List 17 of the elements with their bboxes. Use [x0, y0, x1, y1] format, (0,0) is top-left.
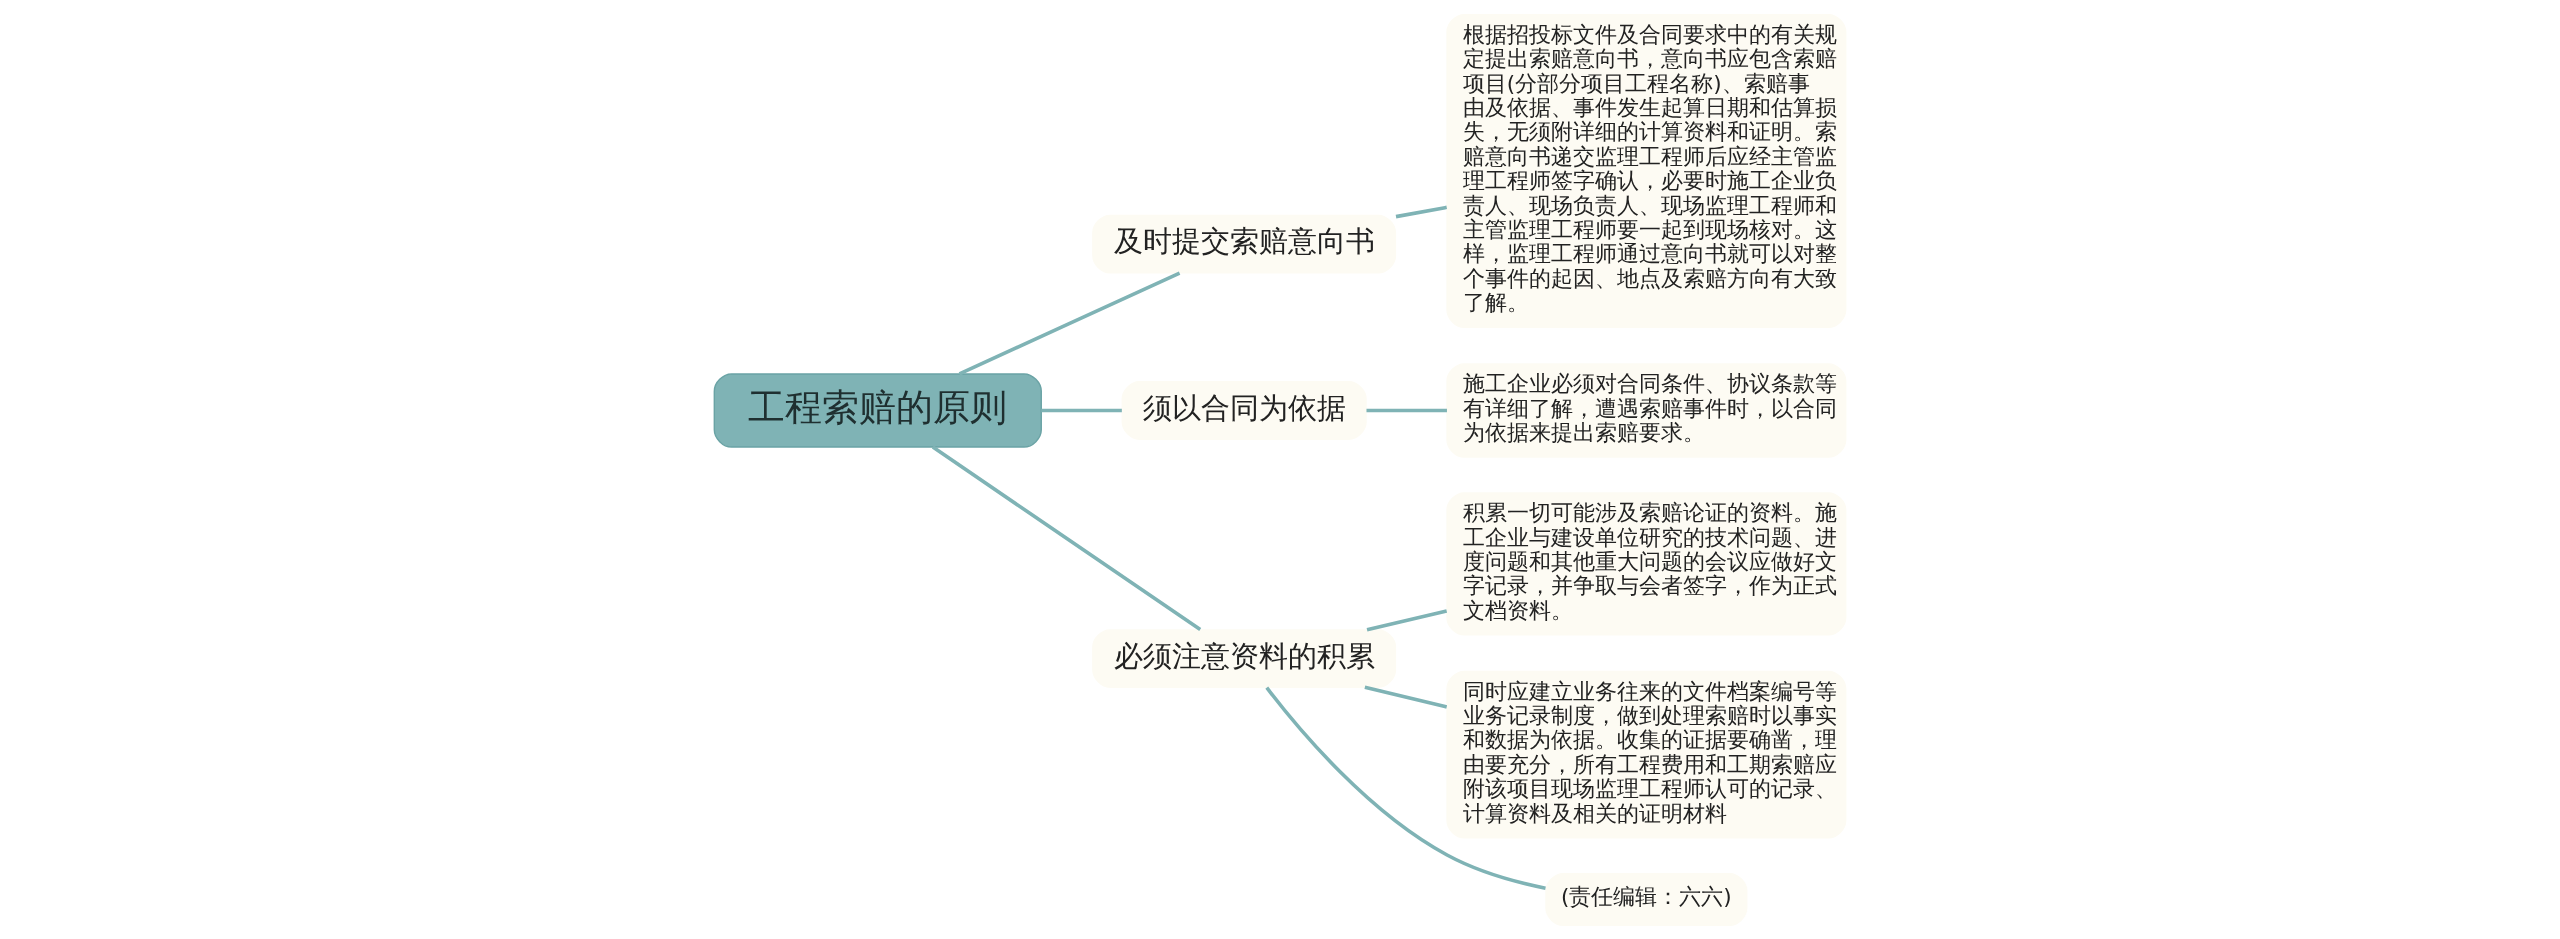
- node-box: 及时提交索赔意向书: [1092, 214, 1397, 274]
- connector: [958, 270, 1181, 375]
- node-box: 须以合同为依据: [1121, 380, 1367, 440]
- node-box: 施工企业必须对合同条件、协议条款等有详细了解，遭遇索赔事件时，以合同为依据来提出索赔要求。: [1446, 362, 1847, 458]
- connector: [1364, 685, 1448, 709]
- connector: [1366, 608, 1448, 632]
- connector: [1366, 408, 1447, 412]
- node-box: 根据招投标文件及合同要求中的有关规定提出索赔意向书，意向书应包含索赔项目(分部分项目工程名称)、索赔事由及依据、事件发生起算日期和估算损失，无须附详细的计算资料和证明。索赔意向书递交监理工程师后应经主管监理工程师签字确认，必要时施工企业负责人、现场负责人、现场监理工程师和主管监理工程师要一起到现场核对。这样，监理工程师通过意向书就可以对整个事件的起因、地点及索赔方向有大致了解。: [1446, 13, 1847, 328]
- node-box: 积累一切可能涉及索赔论证的资料。施工企业与建设单位研究的技术问题、进度问题和其他重大问题的会议应做好文字记录，并争取与会者签字，作为正式文档资料。: [1446, 491, 1847, 636]
- connector: [931, 445, 1202, 631]
- connector: [1041, 408, 1122, 412]
- node-box: (责任编辑：六六): [1545, 872, 1748, 926]
- node-box: 同时应建立业务往来的文件档案编号等业务记录制度，做到处理索赔时以事实和数据为依据。收集的证据要确凿，理由要充分，所有工程费用和工期索赔应附该项目现场监理工程师认可的记录、计算资料及相关的证明材料: [1446, 670, 1847, 838]
- node-box: 必须注意资料的积累: [1092, 628, 1397, 688]
- connector: [1265, 686, 1546, 890]
- node-box: 工程索赔的原则: [713, 372, 1042, 448]
- connector: [1395, 205, 1447, 218]
